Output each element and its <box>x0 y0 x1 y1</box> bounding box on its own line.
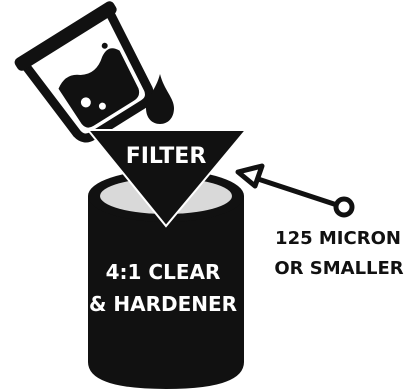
callout-label-line1: 125 MICRON <box>275 228 401 249</box>
can-label-line2: & HARDENER <box>89 292 237 316</box>
paint-drop-icon <box>146 74 174 124</box>
callout-label-line2: OR SMALLER <box>274 258 403 279</box>
tilted-beaker-icon <box>13 0 168 151</box>
filter-label: FILTER <box>126 144 207 169</box>
can-label-line1: 4:1 CLEAR <box>106 260 221 284</box>
callout-arrow-icon <box>238 166 352 215</box>
